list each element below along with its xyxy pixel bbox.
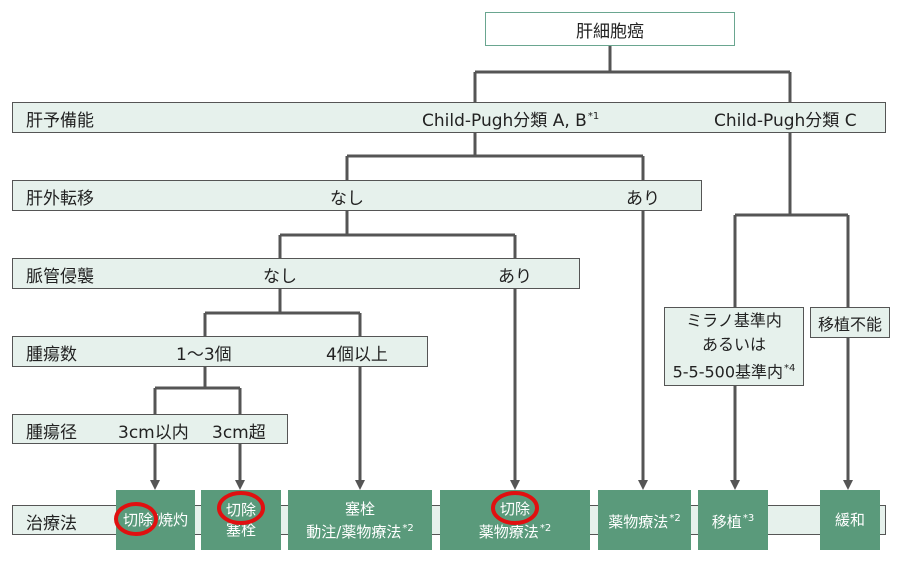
milan-line2: あるいは (701, 334, 766, 354)
t2-line1: 切除 (225, 501, 256, 519)
treatment-resection-drug: 切除 薬物療法*2 (440, 490, 590, 550)
child-pugh-c: Child-Pugh分類 C (714, 111, 857, 131)
t3-line1: 塞栓 (344, 499, 375, 518)
highlight-ellipse (491, 491, 539, 525)
tumor-count-few: 1～3個 (176, 345, 232, 365)
t6-line: 移植*3 (711, 512, 755, 531)
t4-line2: 薬物療法*2 (478, 522, 552, 541)
treatment-transplant: 移植*3 (698, 490, 768, 550)
child-pugh-ab: Child-Pugh分類 A, B*1 (422, 111, 600, 131)
tumor-size-label: 腫瘍径 (26, 423, 77, 443)
tumor-size-small: 3cm以内 (118, 423, 189, 443)
milan-criteria-box: ミラノ基準内 あるいは 5-5-500基準内*4 (664, 307, 804, 386)
t7-line: 緩和 (834, 511, 865, 529)
hcc-top-box: 肝細胞癌 (485, 12, 735, 46)
treatment-label: 治療法 (26, 514, 77, 534)
treatment-palliative: 緩和 (820, 490, 880, 550)
note-1: *1 (587, 111, 600, 123)
not-transplantable-label: 移植不能 (817, 314, 882, 334)
vascular-row (12, 258, 580, 289)
hcc-title: 肝細胞癌 (576, 21, 644, 42)
note-3: *3 (742, 512, 755, 524)
tumor-size-row (12, 414, 288, 444)
vascular-none: なし (263, 267, 297, 287)
t5-line: 薬物療法*2 (608, 512, 681, 531)
extrahepatic-none: なし (330, 189, 364, 209)
vascular-label: 脈管侵襲 (26, 267, 94, 287)
not-transplantable-box: 移植不能 (810, 307, 890, 338)
treatment-drug-therapy: 薬物療法*2 (598, 490, 691, 550)
extrahepatic-present: あり (626, 189, 660, 209)
tumor-size-large: 3cm超 (212, 423, 266, 443)
t2-line2: 塞栓 (225, 521, 256, 539)
milan-line1: ミラノ基準内 (686, 310, 782, 330)
extrahepatic-label: 肝外転移 (26, 189, 94, 209)
tumor-count-row (12, 336, 428, 367)
highlight-ellipse (114, 502, 158, 536)
treatment-embolization-drug: 塞栓 動注/薬物療法*2 (288, 490, 432, 550)
tumor-count-many: 4個以上 (326, 345, 388, 365)
vascular-present: あり (498, 267, 532, 287)
t4-line1: 切除 (499, 499, 530, 518)
treatment-resection-embolization: 切除 塞栓 (201, 490, 281, 550)
t3-line2: 動注/薬物療法*2 (306, 522, 414, 541)
tumor-count-label: 腫瘍数 (26, 345, 77, 365)
note-2: *2 (669, 512, 681, 524)
note-2: *2 (402, 522, 414, 534)
liver-reserve-row (12, 102, 886, 133)
note-4: *4 (784, 362, 796, 374)
milan-line3: 5-5-500基準内*4 (672, 362, 796, 382)
liver-reserve-label: 肝予備能 (26, 111, 94, 131)
note-2: *2 (539, 522, 552, 534)
extrahepatic-row (12, 180, 702, 211)
highlight-ellipse (217, 491, 265, 525)
